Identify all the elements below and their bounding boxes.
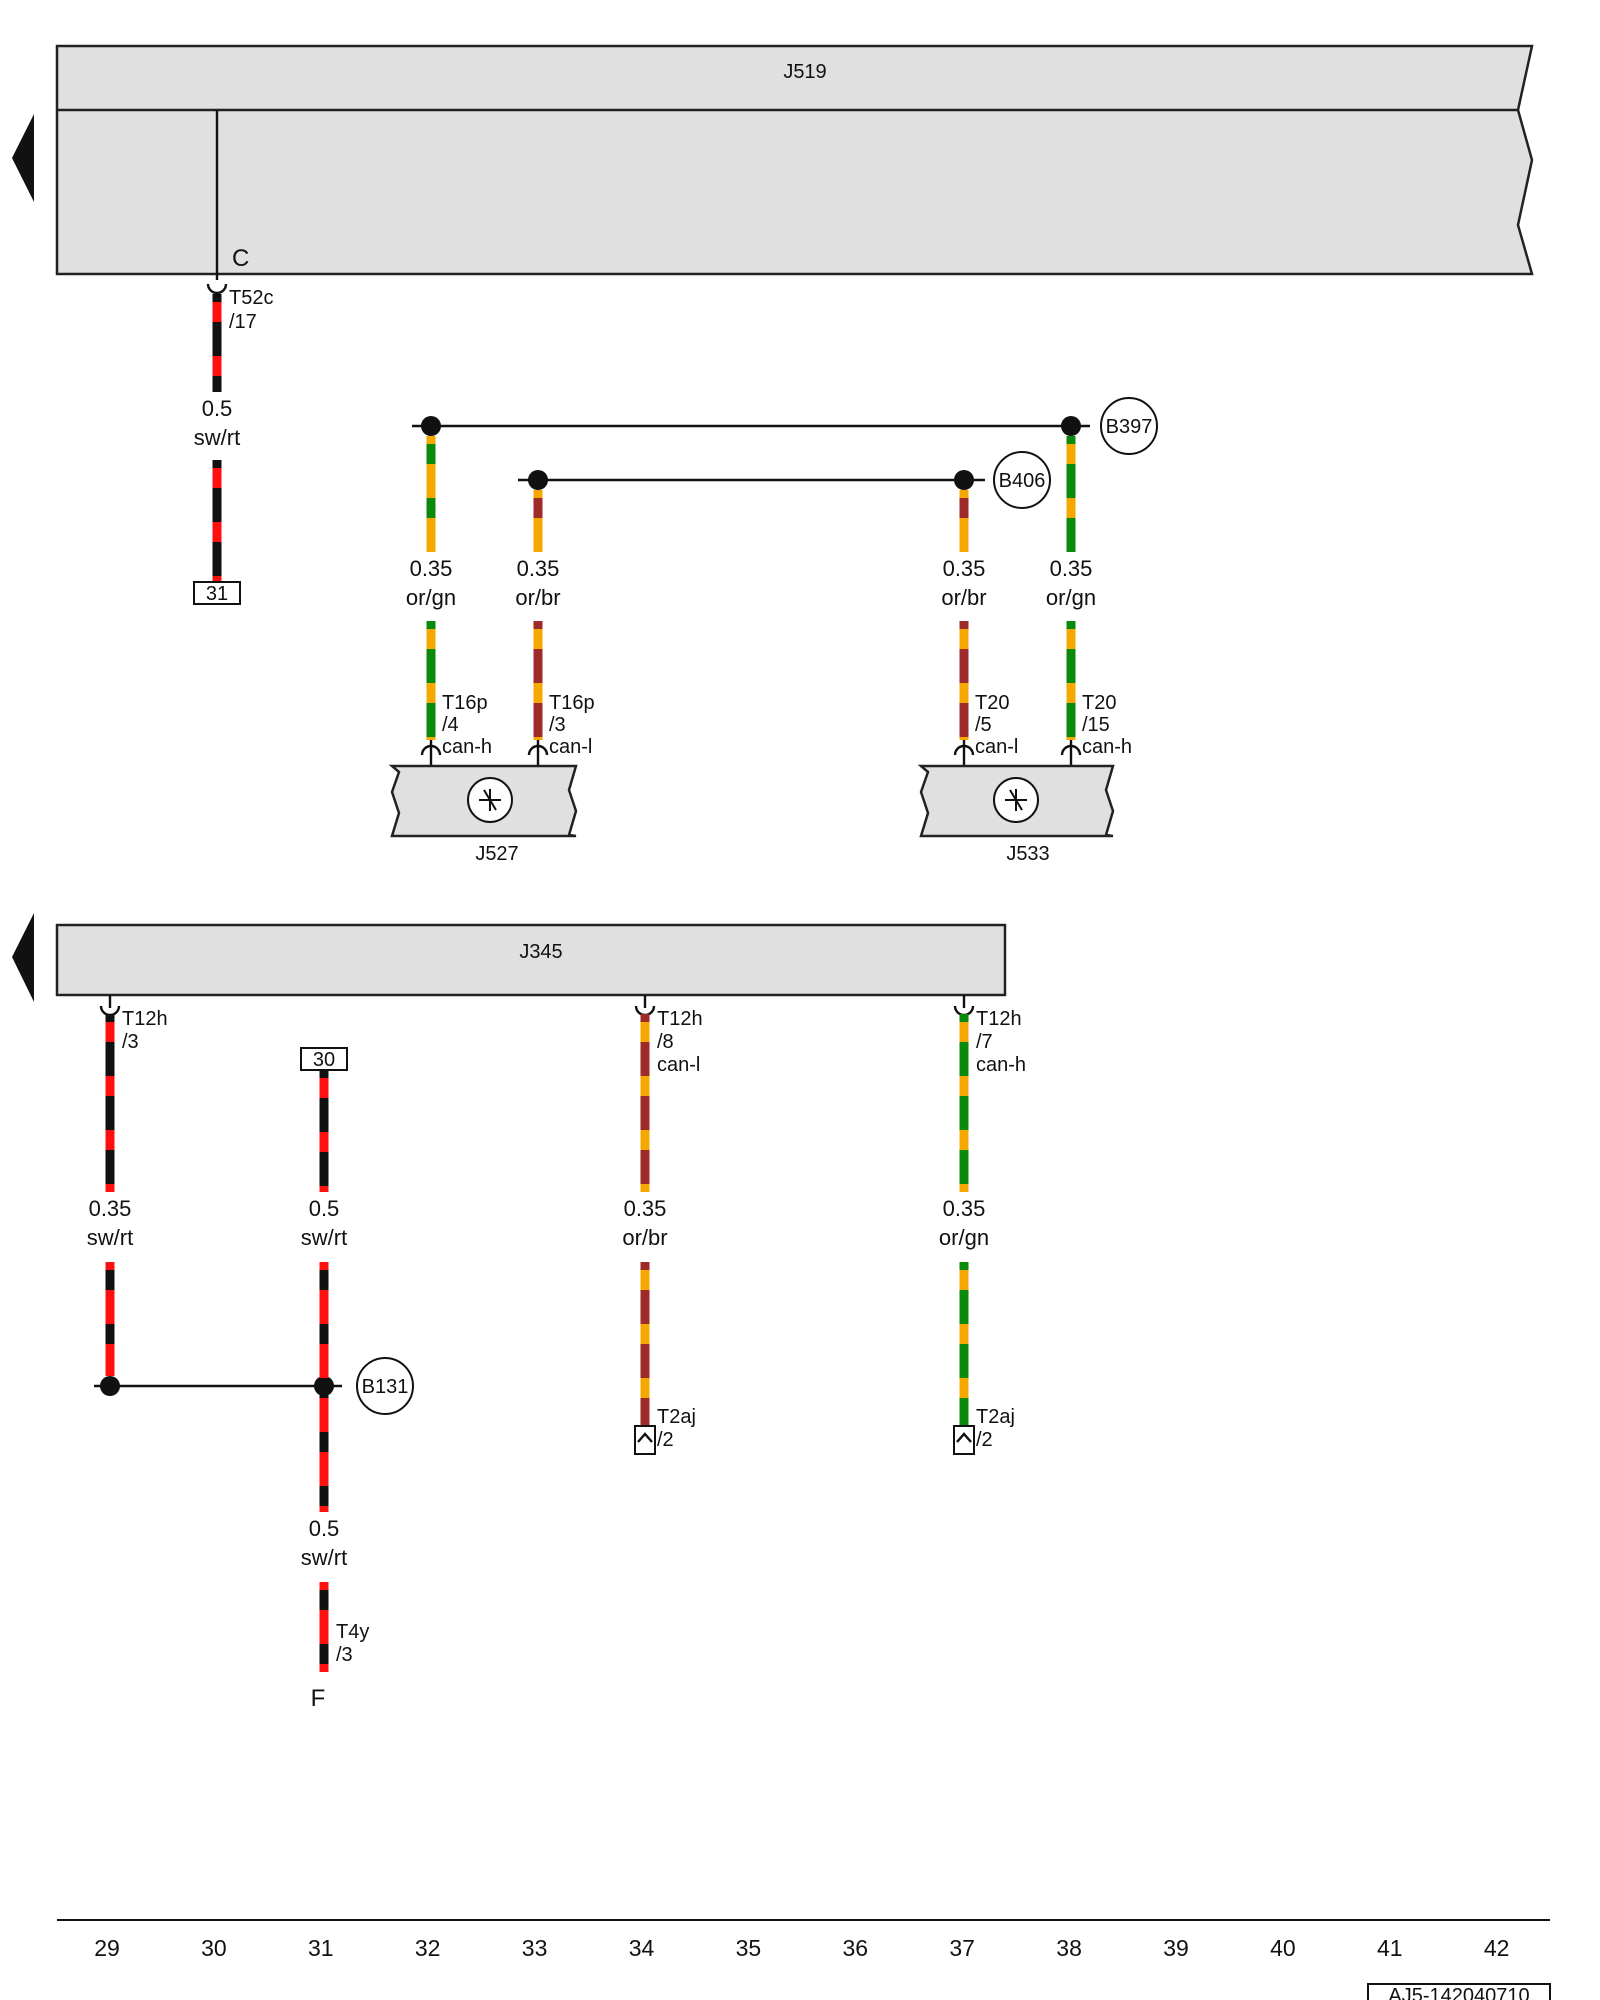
component-j527-label: J527 <box>475 843 518 865</box>
image-id-label: AJ5-142040710 <box>1388 1985 1529 2000</box>
connector-t20-5-label: T20 <box>975 692 1009 714</box>
connector-t16p-3-pin: /3 <box>549 714 566 736</box>
connector-t16p-4-label: T16p <box>442 692 488 714</box>
connector-t20-15-label: T20 <box>1082 692 1116 714</box>
connector-t2aj-34-pin: /2 <box>657 1429 674 1451</box>
wire-31c-size: 0.5 <box>309 1516 340 1541</box>
connector-t12h-7-pin: /7 <box>976 1031 993 1053</box>
connector-t20-5-pin: /5 <box>975 714 992 736</box>
splice-b131-marker <box>356 1357 414 1415</box>
connector-t20-5-signal: can-l <box>975 736 1018 758</box>
wire-30-color: sw/rt <box>194 425 240 450</box>
connector-t4y-label: T4y <box>336 1621 369 1643</box>
ruler-number: 34 <box>629 1935 655 1961</box>
wire-31-size: 0.5 <box>309 1196 340 1221</box>
splice-b397-node-right <box>1061 416 1081 436</box>
component-j519-box[interactable] <box>55 44 1534 276</box>
wire-32-color: or/gn <box>406 585 456 610</box>
connector-t52c-label: T52c <box>229 287 273 309</box>
connector-t20-15-pin: /15 <box>1082 714 1110 736</box>
ruler-number: 37 <box>949 1935 975 1961</box>
ruler-number: 29 <box>94 1935 120 1961</box>
component-j533-label: J533 <box>1006 843 1049 865</box>
wire-33-color: or/br <box>515 585 560 610</box>
ruler-number: 36 <box>843 1935 869 1961</box>
connector-t2aj-37-box <box>953 1425 975 1455</box>
j533-bus-icon-glyph <box>1005 789 1027 811</box>
connector-t2aj-37-glyph <box>956 1432 972 1443</box>
ruler-number: 31 <box>308 1935 334 1961</box>
connector-t20-15-signal: can-h <box>1082 736 1132 758</box>
wire-37b-size: 0.35 <box>943 1196 986 1221</box>
ruler-number: 32 <box>415 1935 441 1961</box>
component-j519-label: J519 <box>783 61 826 83</box>
connector-t52c-pin: /17 <box>229 311 257 333</box>
connector-t12h-3-label: T12h <box>122 1008 168 1030</box>
continuation-arrow-top <box>12 114 34 202</box>
connection-letter-f: F <box>311 1685 326 1712</box>
connector-t16p-4-signal: can-h <box>442 736 492 758</box>
connector-t4y-pin: /3 <box>336 1644 353 1666</box>
wire-34-color: or/br <box>622 1225 667 1250</box>
connector-t2aj-37-pin: /2 <box>976 1429 993 1451</box>
connector-t12h-8-label: T12h <box>657 1008 703 1030</box>
wire-30-size: 0.5 <box>202 396 233 421</box>
splice-b131-label: B131 <box>362 1376 409 1398</box>
ruler-number: 40 <box>1270 1935 1296 1961</box>
wire-38-color: or/gn <box>1046 585 1096 610</box>
wire-37-size: 0.35 <box>943 556 986 581</box>
connector-t52c-symbol <box>206 283 228 295</box>
image-id-box <box>1367 1983 1551 2000</box>
connector-t2aj-34-label: T2aj <box>657 1406 696 1428</box>
splice-b131-node-left <box>100 1376 120 1396</box>
splice-b406-node-right <box>954 470 974 490</box>
terminal-31-box <box>193 581 241 605</box>
ruler-number: 33 <box>522 1935 548 1961</box>
connector-t16p-3-signal: can-l <box>549 736 592 758</box>
splice-b406-marker <box>993 451 1051 509</box>
splice-b397-node-left <box>421 416 441 436</box>
ruler-number: 35 <box>736 1935 762 1961</box>
wire-29-color: sw/rt <box>87 1225 133 1250</box>
splice-b397-marker <box>1100 397 1158 455</box>
ruler-number: 30 <box>201 1935 227 1961</box>
wire-32-size: 0.35 <box>410 556 453 581</box>
wire-38-size: 0.35 <box>1050 556 1093 581</box>
connector-t16p-3-label: T16p <box>549 692 595 714</box>
connection-letter-c: C <box>232 245 249 272</box>
component-j345-label: J345 <box>519 941 562 963</box>
splice-b406-node-left <box>528 470 548 490</box>
ruler-numbers: 29 30 31 32 33 34 35 36 37 38 39 40 41 42 <box>94 1935 1509 1961</box>
connector-t12h-3-pin: /3 <box>122 1031 139 1053</box>
wire-34-size: 0.35 <box>624 1196 667 1221</box>
terminal-30-label: 30 <box>313 1049 335 1071</box>
ruler-number: 38 <box>1056 1935 1082 1961</box>
connector-t12h-7-signal: can-h <box>976 1054 1026 1076</box>
wire-37b-color: or/gn <box>939 1225 989 1250</box>
ruler-number: 42 <box>1484 1935 1510 1961</box>
j527-bus-icon-glyph <box>479 789 501 811</box>
wire-33-size: 0.35 <box>517 556 560 581</box>
connector-t12h-7-label: T12h <box>976 1008 1022 1030</box>
wire-29-size: 0.35 <box>89 1196 132 1221</box>
splice-b397-label: B397 <box>1106 416 1153 438</box>
wire-31c-color: sw/rt <box>301 1545 347 1570</box>
terminal-31-label: 31 <box>206 583 228 605</box>
connector-t2aj-37-label: T2aj <box>976 1406 1015 1428</box>
connector-t2aj-34-box <box>634 1425 656 1455</box>
connector-t2aj-34-glyph <box>637 1432 653 1443</box>
connector-t16p-4-pin: /4 <box>442 714 459 736</box>
continuation-arrow-middle <box>12 913 34 1002</box>
wire-37-color: or/br <box>941 585 986 610</box>
ruler-number: 39 <box>1163 1935 1189 1961</box>
connector-t12h-8-signal: can-l <box>657 1054 700 1076</box>
wire-31-color: sw/rt <box>301 1225 347 1250</box>
component-j345-box[interactable] <box>55 923 1007 997</box>
connector-t12h-8-pin: /8 <box>657 1031 674 1053</box>
splice-b406-label: B406 <box>999 470 1046 492</box>
ruler-number: 41 <box>1377 1935 1403 1961</box>
